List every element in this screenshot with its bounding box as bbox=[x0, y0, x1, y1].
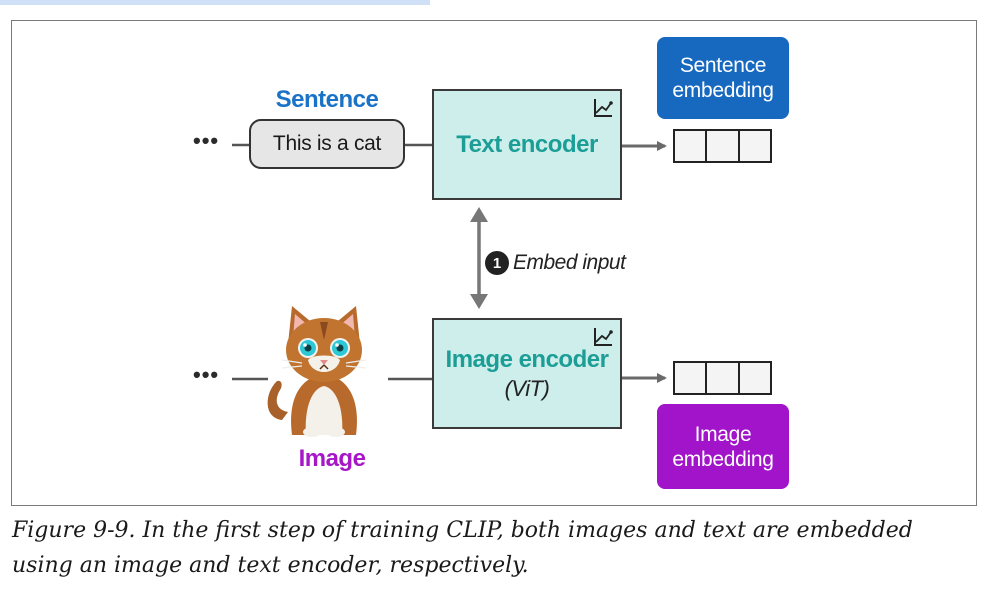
trainable-axes-icon bbox=[594, 99, 613, 117]
image-encoder-subtitle: (ViT) bbox=[504, 375, 550, 401]
trainable-axes-icon bbox=[594, 328, 613, 346]
sentence-embedding-box: Sentence embedding bbox=[657, 37, 789, 119]
vector-cell bbox=[707, 131, 740, 161]
step-text: Embed input bbox=[513, 251, 626, 274]
vector-cell bbox=[707, 363, 740, 393]
step-number-badge: 1 bbox=[485, 251, 509, 275]
double-arrow-head-down bbox=[470, 294, 488, 309]
vector-cell bbox=[675, 131, 708, 161]
double-arrow-head-up bbox=[470, 207, 488, 222]
vector-cell bbox=[675, 363, 708, 393]
vector-cell bbox=[740, 363, 770, 393]
vector-cell bbox=[740, 131, 770, 161]
figure-caption: Figure 9-9. In the first step of trainin… bbox=[12, 518, 913, 578]
image-encoder-box: Image encoder (ViT) bbox=[432, 318, 622, 429]
image-encoder-label: Image encoder bbox=[445, 345, 609, 373]
top-highlight-bar bbox=[0, 0, 430, 5]
ellipsis-top: ••• bbox=[193, 128, 220, 153]
ellipsis-bottom: ••• bbox=[193, 362, 220, 387]
image-embedding-box: Image embedding bbox=[657, 404, 789, 489]
text-encoder-box: Text encoder bbox=[432, 89, 622, 200]
image-embedding-vector bbox=[673, 361, 772, 395]
embed-step: 1 Embed input bbox=[485, 251, 626, 275]
sentence-box: This is a cat bbox=[249, 119, 405, 169]
sentence-embedding-vector bbox=[673, 129, 772, 163]
cat-image bbox=[267, 306, 367, 437]
sentence-label: Sentence bbox=[275, 86, 379, 113]
text-encoder-label: Text encoder bbox=[456, 130, 598, 158]
image-label: Image bbox=[298, 445, 366, 472]
